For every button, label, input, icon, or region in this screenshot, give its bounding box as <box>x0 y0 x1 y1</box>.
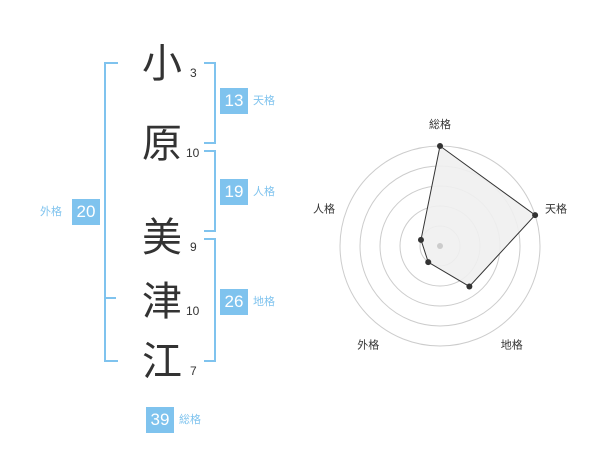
tenkaku-bracket <box>204 62 216 144</box>
chikaku-value: 26 <box>220 289 248 315</box>
name-char-5: 江 <box>142 339 182 385</box>
radar-point-1 <box>532 212 539 219</box>
name-char-4: 津 <box>142 279 182 325</box>
jinkaku-bracket <box>204 150 216 232</box>
gaikaku-bracket-tick <box>104 297 116 299</box>
name-char-3: 美 <box>142 215 182 261</box>
radar-point-4 <box>417 236 424 243</box>
name-char-1: 小 <box>142 41 182 87</box>
stroke-count-2: 10 <box>186 146 200 160</box>
radar-points <box>417 143 539 290</box>
chikaku-label: 地格 <box>253 295 275 308</box>
radar-center-dot <box>437 243 443 249</box>
radar-axis-label-0: 総格 <box>429 117 451 131</box>
stroke-count-4: 10 <box>186 304 200 318</box>
gaikaku-bracket <box>104 62 118 362</box>
radar-area <box>420 145 536 288</box>
jinkaku-label: 人格 <box>253 185 275 198</box>
radar-axis-label-4: 人格 <box>313 201 335 215</box>
radar-point-0 <box>437 143 443 149</box>
stroke-count-1: 3 <box>190 66 197 80</box>
radar-axis-label-1: 天格 <box>545 201 567 215</box>
radar-point-2 <box>466 283 473 290</box>
soukaku-value: 39 <box>146 407 174 433</box>
radar-point-3 <box>425 259 432 266</box>
gaikaku-label: 外格 <box>40 205 62 218</box>
soukaku-label: 総格 <box>179 413 201 426</box>
name-char-2: 原 <box>142 121 182 167</box>
tenkaku-label: 天格 <box>253 94 275 107</box>
gaikaku-value: 20 <box>72 199 100 225</box>
stroke-count-5: 7 <box>190 364 197 378</box>
stroke-count-3: 9 <box>190 240 197 254</box>
radar-axis-label-3: 外格 <box>357 338 379 352</box>
chikaku-bracket <box>204 238 216 362</box>
jinkaku-value: 19 <box>220 179 248 205</box>
radar-axis-label-2: 地格 <box>501 338 523 352</box>
tenkaku-value: 13 <box>220 88 248 114</box>
